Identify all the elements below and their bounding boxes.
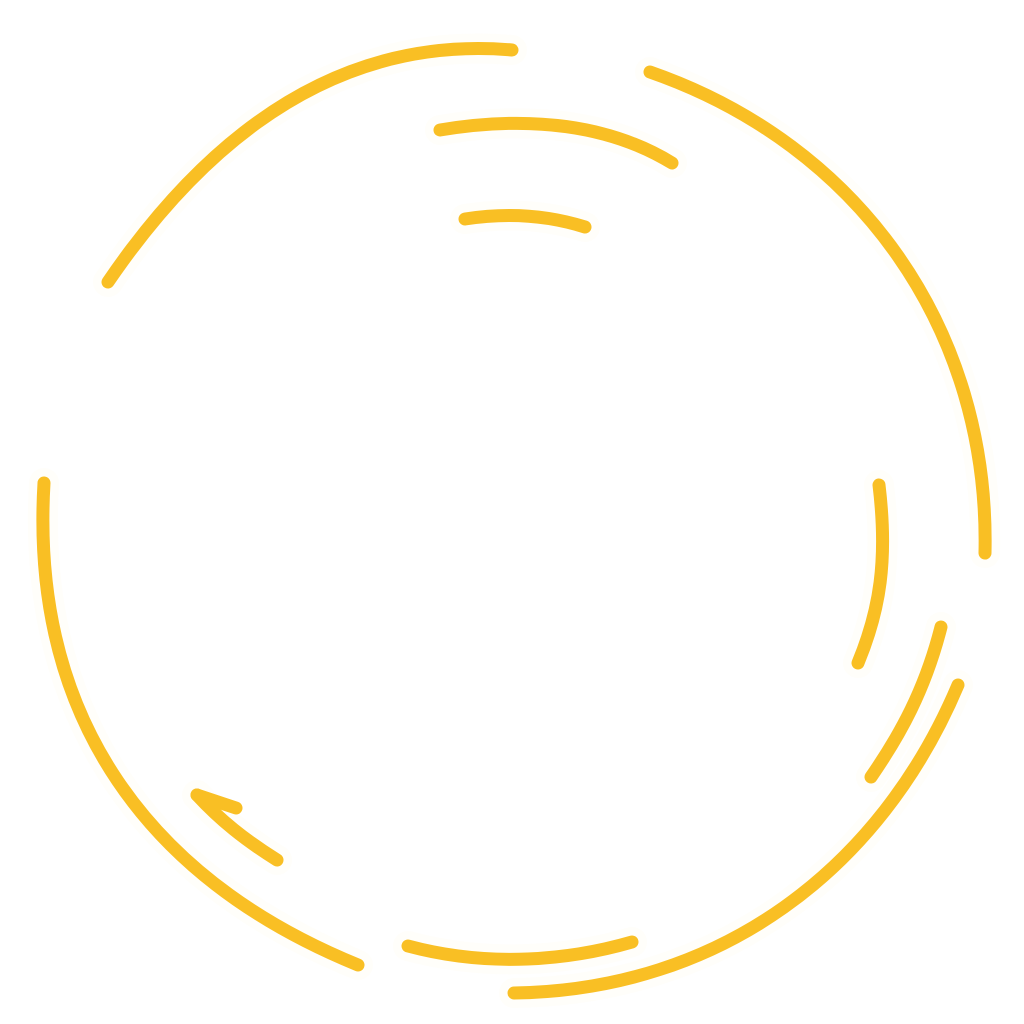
outer-arc-bottom-right — [507, 678, 965, 1000]
inner-arc-bottom — [401, 935, 639, 966]
outer-arc-right — [643, 65, 992, 560]
inner-arc-top — [433, 116, 679, 170]
arrowhead-icon — [190, 788, 243, 815]
inner-arc-right-lower — [864, 620, 948, 784]
outer-arc-left — [36, 476, 365, 972]
outer-arc-top-left — [101, 42, 519, 289]
inner-arc-right — [851, 478, 890, 670]
inner-arc-top-small — [458, 209, 592, 234]
